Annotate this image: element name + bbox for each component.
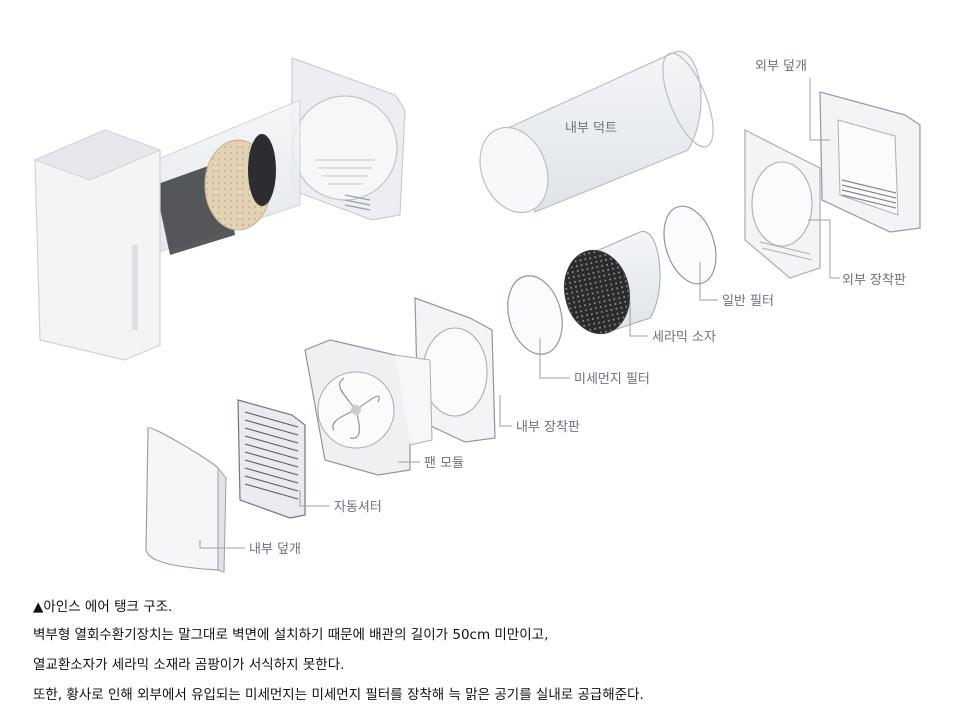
exploded-view-diagram: 외부 덮개 내부 덕트 외부 장착판 일반 필터 세라믹 소자 미세먼지 필터 … [33,51,921,573]
label-general-filter: 일반 필터 [722,294,774,309]
general-filter [663,205,717,285]
label-outer-mount: 외부 장착판 [842,273,906,288]
outer-cover [819,91,921,233]
fine-dust-filter [507,275,563,355]
assembled-unit [33,57,406,361]
caption-line-4: 또한, 황사로 인해 외부에서 유입되는 미세먼지는 미세먼지 필터를 장착해 … [33,687,644,703]
label-auto-shutter: 자동셔터 [334,500,382,515]
inner-mount-plate [414,297,496,443]
label-fine-dust-filter: 미세먼지 필터 [574,372,650,387]
auto-shutter [237,399,306,519]
outer-mount-plate [744,129,821,279]
leader-lines [199,78,840,549]
inner-cover [145,427,227,573]
label-inner-duct: 내부 덕트 [565,121,617,136]
caption-line-2: 벽부형 열회수환기장치는 말그대로 벽면에 설치하기 때문에 배관의 길이가 5… [33,627,549,643]
label-outer-cover: 외부 덮개 [755,59,807,74]
label-fan-module: 팬 모듈 [424,456,464,471]
label-inner-cover: 내부 덮개 [249,542,301,557]
fan-module [304,339,433,476]
inner-duct [479,51,714,214]
caption-line-3: 열교환소자가 세라믹 소재라 곰팡이가 서식하지 못한다. [33,657,345,673]
label-ceramic-element: 세라믹 소자 [652,330,716,345]
ceramic-element [564,231,661,335]
label-inner-mount: 내부 장착판 [516,420,580,435]
caption-line-1: ▲아인스 에어 탱크 구조. [33,599,173,615]
